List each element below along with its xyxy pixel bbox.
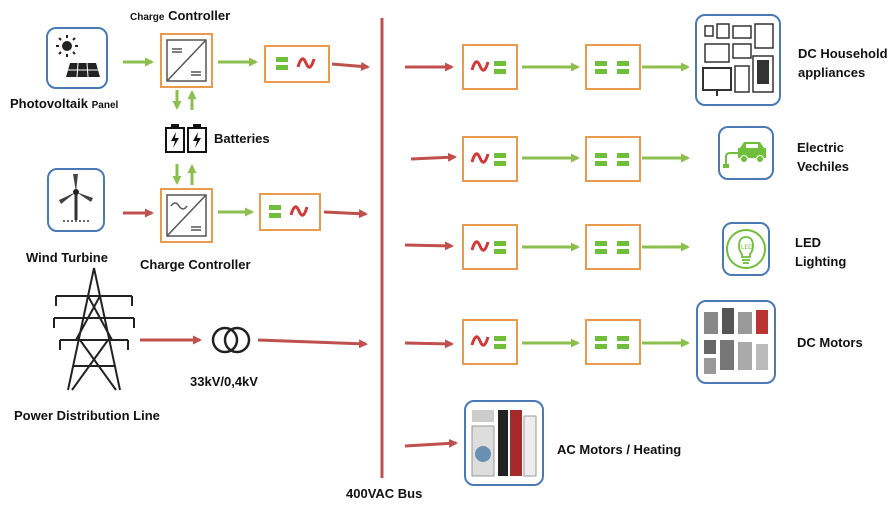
electric-car-icon bbox=[718, 126, 774, 180]
ac-appliances-icon bbox=[464, 400, 544, 486]
charge-controller-top-suffix: Controller bbox=[168, 8, 231, 23]
dc-household-line1: DC Household bbox=[798, 46, 888, 61]
ev-line1: Electric bbox=[797, 140, 844, 155]
transformer-symbol-icon bbox=[209, 324, 253, 356]
led-line2: Lighting bbox=[795, 254, 847, 269]
transformer-to-bus-arrow bbox=[257, 338, 368, 349]
transformer-label: 33kV/0,4kV bbox=[190, 374, 258, 389]
battery-icon bbox=[164, 122, 208, 154]
dc-household-label: DC Household appliances bbox=[798, 44, 888, 82]
charge-controller-bottom-label: Charge Controller bbox=[140, 257, 251, 272]
svg-text:LED: LED bbox=[741, 244, 753, 251]
ev-line2: Vechiles bbox=[797, 159, 850, 174]
ac-dc-converter-row3 bbox=[462, 224, 518, 270]
charge-controller-top bbox=[160, 33, 213, 88]
converter-to-bus-arrow-top bbox=[331, 61, 370, 71]
led-bulb-icon: LED bbox=[722, 222, 770, 276]
dc-ac-converter-bottom bbox=[259, 193, 321, 231]
wind-turbine-label: Wind Turbine bbox=[26, 250, 108, 265]
ac-dc-converter-row4 bbox=[462, 319, 518, 365]
transmission-tower-icon bbox=[50, 266, 138, 392]
wind-turbine-icon bbox=[47, 168, 105, 232]
bus-to-row4-arrow bbox=[404, 339, 454, 349]
charge-controller-top-label: Charge Controller bbox=[130, 6, 230, 27]
bus-to-row2-arrow bbox=[410, 152, 457, 162]
dc-ac-converter-top bbox=[264, 45, 330, 83]
pv-label: Photovoltaik Panel bbox=[10, 94, 118, 115]
ev-label: Electric Vechiles bbox=[797, 138, 849, 176]
pv-small-label: Panel bbox=[91, 100, 119, 111]
led-line1: LED bbox=[795, 235, 821, 250]
solar-panel-icon bbox=[46, 27, 108, 89]
charge-controller-top-prefix: Charge bbox=[130, 12, 165, 23]
dc-dc-converter-row2 bbox=[585, 136, 641, 182]
led-label: LED Lighting bbox=[795, 233, 846, 271]
dc-dc-converter-row1 bbox=[585, 44, 641, 90]
dc-household-line2: appliances bbox=[798, 65, 866, 80]
bus-to-row5-arrow bbox=[404, 438, 458, 448]
pv-main-label: Photovoltaik bbox=[10, 96, 89, 111]
dc-motors-label: DC Motors bbox=[797, 335, 863, 350]
bus-to-row3-arrow bbox=[404, 241, 454, 251]
power-line-label: Power Distribution Line bbox=[14, 408, 160, 423]
dc-motors-icon bbox=[696, 300, 776, 384]
household-appliances-icon bbox=[695, 14, 781, 106]
bus-label: 400VAC Bus bbox=[346, 486, 423, 501]
charge-controller-bottom bbox=[160, 188, 213, 243]
ac-motors-label: AC Motors / Heating bbox=[557, 442, 682, 457]
ac-dc-converter-row1 bbox=[462, 44, 518, 90]
ac-dc-converter-row2 bbox=[462, 136, 518, 182]
dc-dc-converter-row4 bbox=[585, 319, 641, 365]
batteries-label: Batteries bbox=[214, 131, 270, 146]
dc-dc-converter-row3 bbox=[585, 224, 641, 270]
converter2-to-bus-arrow bbox=[323, 209, 368, 219]
